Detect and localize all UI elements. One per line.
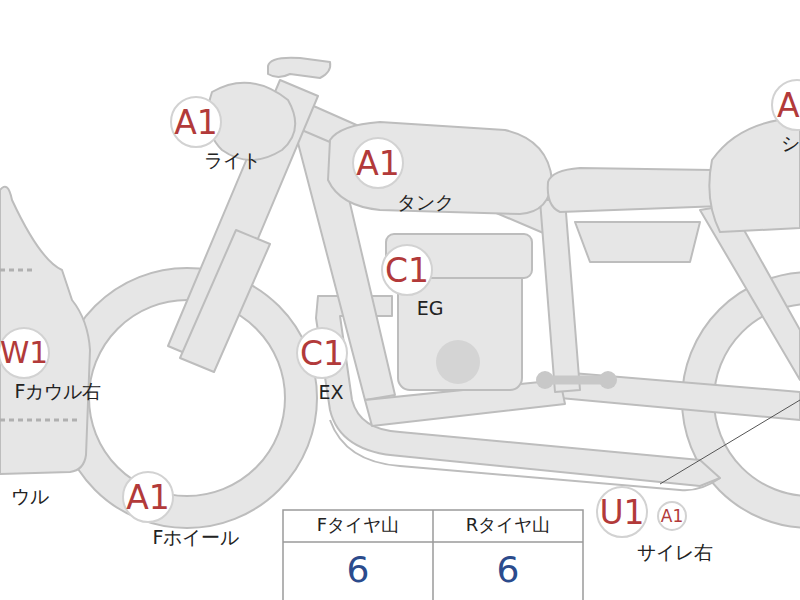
callout-circle: A1 [122,471,174,523]
table-header: Rタイヤ山 [466,515,551,535]
grade-callout: U1サイレ右 [596,486,648,538]
callout-number: A [777,89,800,122]
part-name: Fホイール [153,527,240,548]
table-cell: 6 [347,550,370,590]
grade-callout: A1ライト [170,96,222,148]
tyre-table [283,510,583,600]
callout-number: C1 [385,254,429,287]
part-name: EX [318,382,343,403]
part-name: サイレ右 [637,542,713,563]
table-cell: 6 [497,550,520,590]
callout-number: A1 [126,481,170,514]
callout-number: A1 [174,106,218,139]
callout-circle: U1 [596,486,648,538]
part-name: Fカウル右 [15,381,102,402]
grade-callout: C1EX [296,327,348,379]
part-name: ライト [204,150,261,171]
part-name: タンク [397,192,454,213]
grade-callout: Aシ [771,79,800,131]
grade-callout: A1 [657,501,687,531]
callout-circle: A1 [657,501,687,531]
grade-callout: A1タンク [352,137,404,189]
callout-number: A1 [356,147,400,180]
part-name: EG [417,298,444,319]
callout-number: W1 [0,338,48,368]
callout-circle: C1 [381,244,433,296]
callout-number: A1 [661,508,683,525]
part-name: シ [781,133,800,154]
callout-circle: A1 [352,137,404,189]
part-name: ウル [11,486,49,507]
callout-circle: A1 [170,96,222,148]
callout-number: C1 [300,337,344,370]
callout-circle: W1 [0,327,50,379]
table-header: Fタイヤ山 [317,515,399,535]
grade-callout: W1Fカウル右 [0,327,50,379]
leader-line [660,400,800,484]
callout-number: U1 [599,496,644,529]
callout-circle: C1 [296,327,348,379]
callout-circle: A [771,79,800,131]
grade-callout: A1Fホイール [122,471,174,523]
grade-callout: C1EG [381,244,433,296]
